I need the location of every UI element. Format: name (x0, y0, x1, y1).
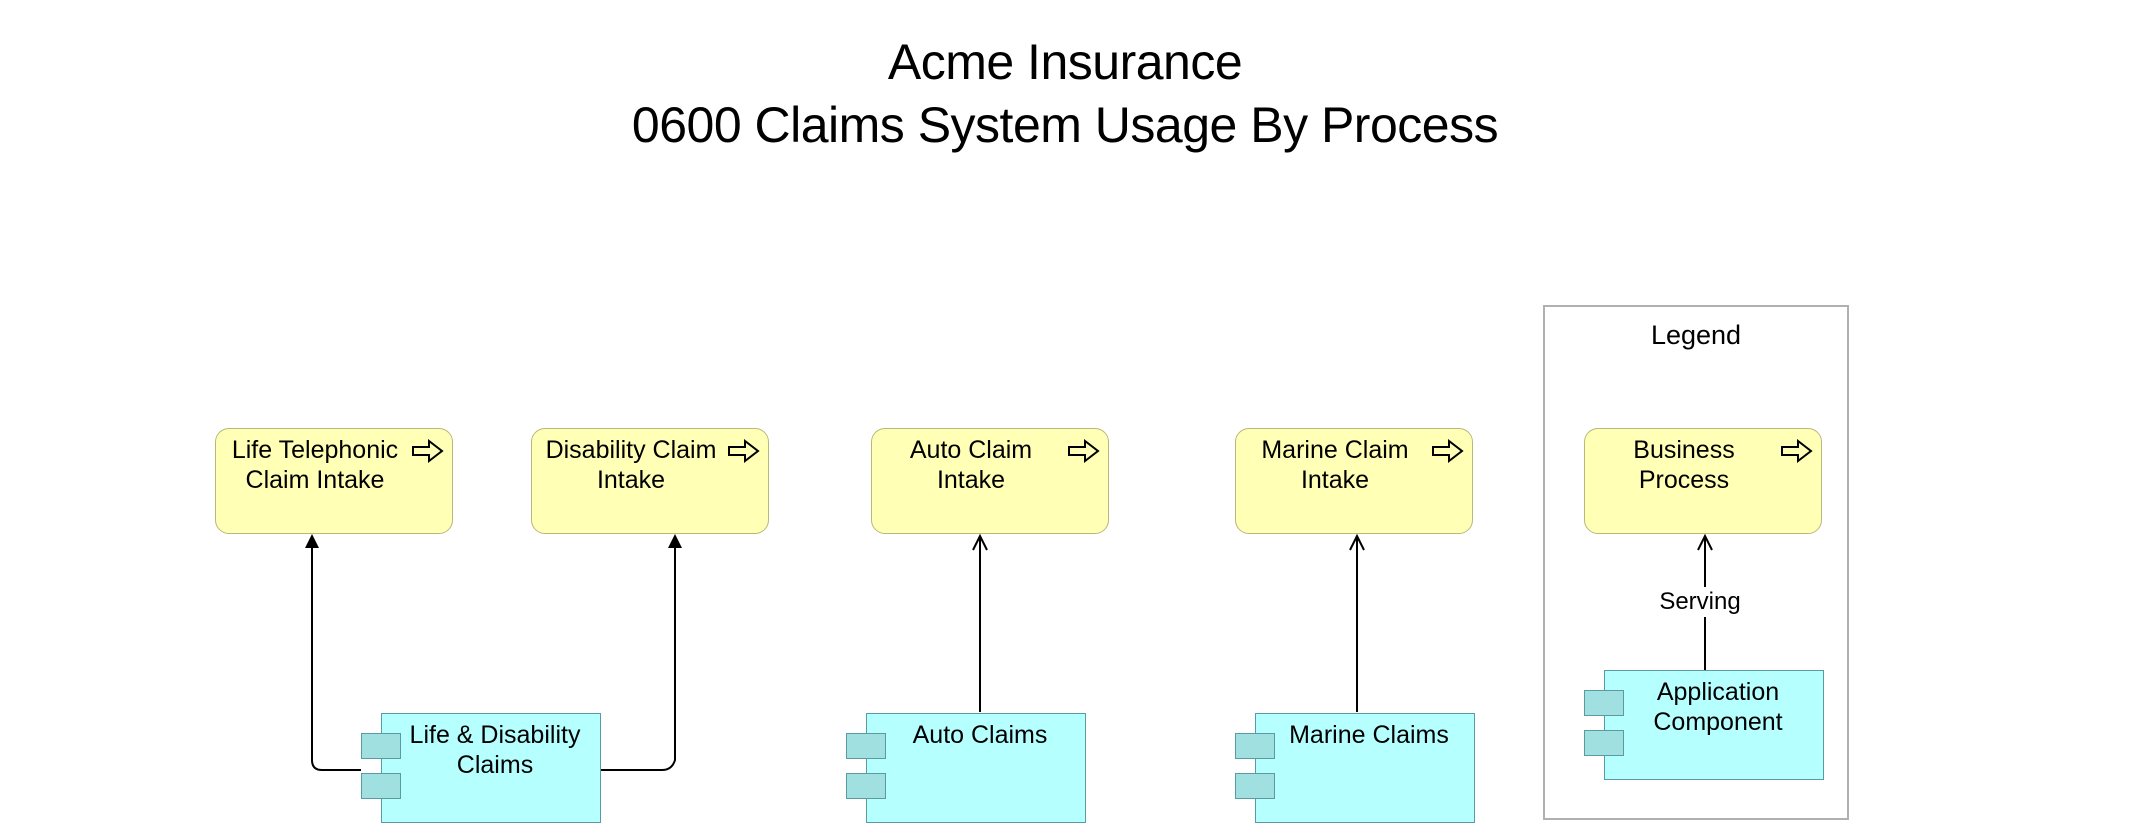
legend-box: Legend (1543, 305, 1849, 820)
component-auto-claims[interactable]: Auto Claims (866, 713, 1086, 823)
process-arrow-icon (1068, 439, 1100, 463)
component-label: Auto Claims (912, 721, 1048, 749)
component-tab-icon (1584, 730, 1624, 756)
legend-title: Legend (1650, 320, 1742, 350)
component-tab-icon (846, 773, 886, 799)
process-disability-claim-intake[interactable]: Disability Claim Intake (531, 428, 769, 534)
arrowhead-marine (1349, 533, 1365, 551)
arrowhead-disability (668, 534, 682, 548)
legend-business-process[interactable]: Business Process (1584, 428, 1822, 534)
component-tab-icon (1235, 733, 1275, 759)
component-label: Life & Disability Claims (409, 721, 581, 779)
process-auto-claim-intake[interactable]: Auto Claim Intake (871, 428, 1109, 534)
arrowhead-life-telephonic (305, 534, 319, 548)
process-marine-claim-intake[interactable]: Marine Claim Intake (1235, 428, 1473, 534)
legend-serving-label: Serving (1640, 587, 1760, 617)
process-label: Life Telephonic Claim Intake (231, 436, 399, 494)
arrowhead-legend (1697, 533, 1713, 551)
legend-process-label: Business Process (1633, 436, 1735, 494)
connector-life-disability-to-disability (601, 546, 676, 771)
process-arrow-icon (412, 439, 444, 463)
process-life-telephonic-claim-intake[interactable]: Life Telephonic Claim Intake (215, 428, 453, 534)
process-arrow-icon (728, 439, 760, 463)
process-label: Auto Claim Intake (909, 436, 1033, 494)
component-marine-claims[interactable]: Marine Claims (1255, 713, 1475, 823)
component-tab-icon (361, 773, 401, 799)
process-arrow-icon (1432, 439, 1464, 463)
process-label: Marine Claim Intake (1261, 436, 1409, 494)
component-tab-icon (1235, 773, 1275, 799)
component-tab-icon (361, 733, 401, 759)
component-tab-icon (1584, 690, 1624, 716)
diagram-title-line2: 0600 Claims System Usage By Process (631, 97, 1499, 153)
connector-life-disability-to-life-telephonic (311, 546, 361, 771)
process-arrow-icon (1781, 439, 1813, 463)
diagram-title-line1: Acme Insurance (887, 34, 1243, 90)
arrowhead-auto (972, 533, 988, 551)
component-tab-icon (846, 733, 886, 759)
component-life-disability-claims[interactable]: Life & Disability Claims (381, 713, 601, 823)
legend-component-label: Application Component (1653, 678, 1783, 736)
legend-application-component[interactable]: Application Component (1604, 670, 1824, 780)
component-label: Marine Claims (1289, 721, 1449, 749)
process-label: Disability Claim Intake (545, 436, 717, 494)
